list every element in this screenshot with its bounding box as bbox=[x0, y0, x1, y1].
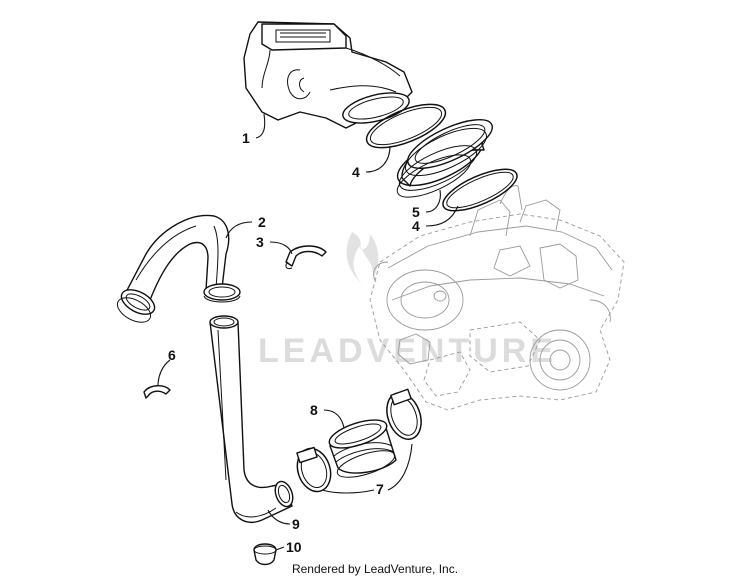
leader-part-4-upper bbox=[365, 145, 391, 173]
callout-5: 5 bbox=[412, 204, 420, 220]
leader-part-10 bbox=[275, 546, 285, 551]
watermark-text: LEADVENTURE bbox=[258, 332, 557, 370]
leader-part-9 bbox=[267, 509, 291, 525]
clip-part-6 bbox=[143, 385, 171, 399]
leader-part-6 bbox=[157, 359, 171, 387]
leader-part-1 bbox=[255, 113, 266, 139]
leader-part-7-right bbox=[387, 443, 413, 491]
callout-4-lower: 4 bbox=[412, 218, 420, 234]
callout-4-upper: 4 bbox=[352, 164, 360, 180]
intake-duct-part-2 bbox=[116, 214, 241, 323]
callout-9: 9 bbox=[292, 516, 300, 532]
leader-part-5 bbox=[425, 189, 441, 213]
intake-boot-part-5 bbox=[396, 119, 493, 198]
clip-part-3 bbox=[285, 245, 327, 269]
callout-6: 6 bbox=[168, 347, 176, 363]
watermark-flame-icon bbox=[346, 232, 379, 284]
hose-clamp-part-7-left bbox=[296, 446, 332, 493]
leader-part-4-lower bbox=[425, 205, 459, 227]
intake-tube-part-9 bbox=[209, 315, 294, 523]
callout-7: 7 bbox=[376, 481, 384, 497]
airbox-part-1 bbox=[243, 21, 413, 129]
footer-credit: Rendered by LeadVenture, Inc. bbox=[291, 562, 459, 576]
engine-reference bbox=[369, 185, 625, 411]
callout-8: 8 bbox=[310, 402, 318, 418]
callout-1: 1 bbox=[242, 130, 250, 146]
leader-part-3 bbox=[269, 241, 293, 255]
callout-3: 3 bbox=[256, 234, 264, 250]
callout-2: 2 bbox=[258, 214, 266, 230]
leader-part-8 bbox=[323, 409, 345, 429]
o-ring-part-4-lower bbox=[442, 168, 518, 212]
leader-part-2 bbox=[225, 221, 253, 239]
callout-10: 10 bbox=[286, 539, 302, 555]
leader-part-7-left bbox=[321, 489, 375, 494]
hose-clamp-part-7-right bbox=[386, 388, 422, 440]
o-ring-part-4-upper bbox=[365, 103, 447, 149]
coupler-part-8 bbox=[328, 419, 397, 478]
